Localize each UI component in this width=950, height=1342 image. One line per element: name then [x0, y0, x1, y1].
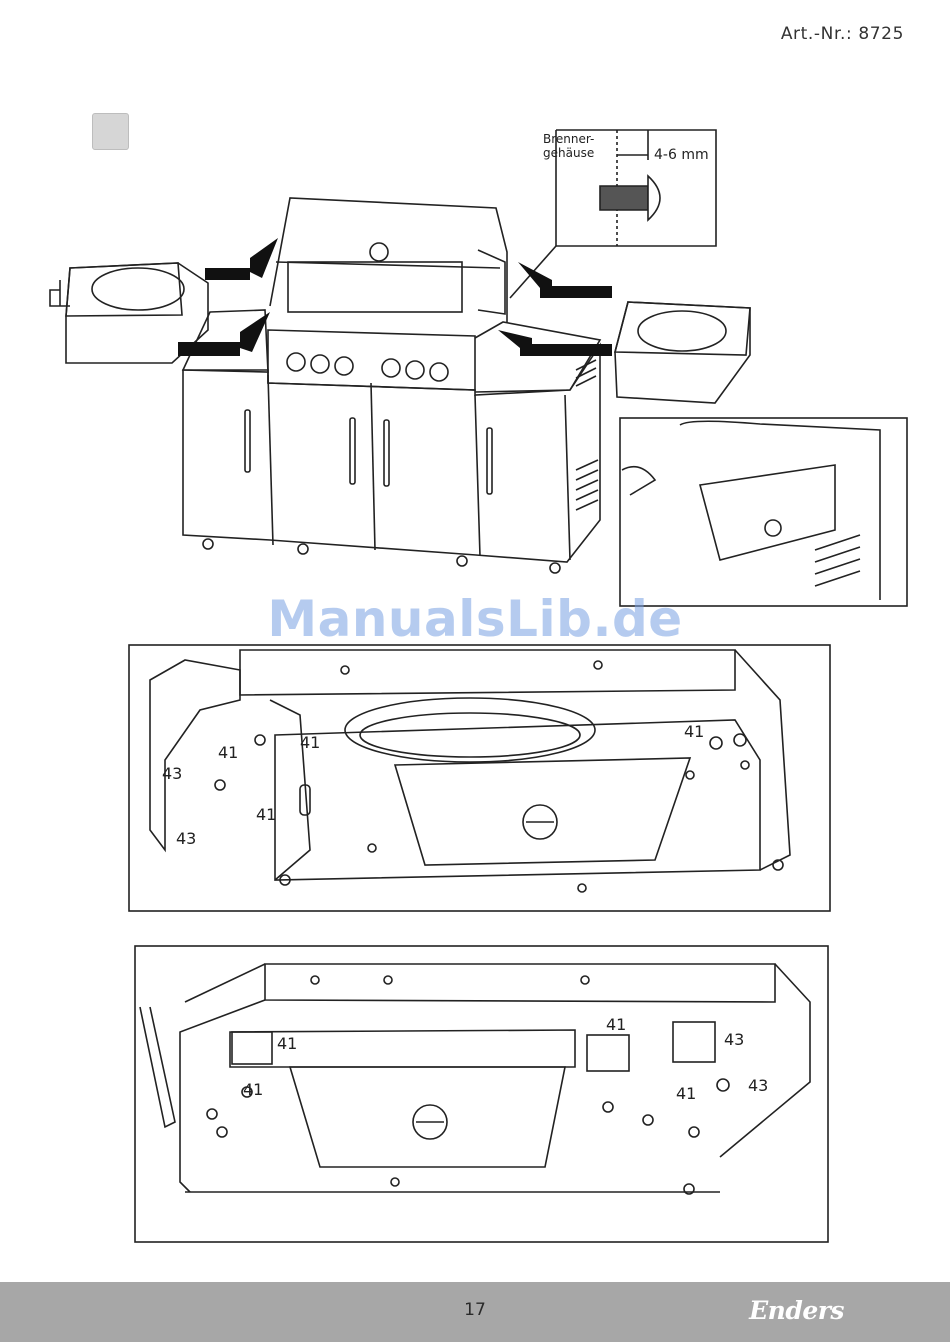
part-label-41: 41	[218, 743, 238, 762]
grill-assembly-illustration: Brenner- gehäuse 4-6 mm	[0, 0, 950, 620]
part-label-41: 41	[676, 1084, 696, 1103]
assembly-detail-panel-b: 41 41 41 41 43 43	[0, 942, 950, 1247]
callout-label-line2: gehäuse	[543, 146, 594, 160]
part-label-41: 41	[277, 1034, 297, 1053]
part-label-43: 43	[162, 764, 182, 783]
part-label-43: 43	[724, 1030, 744, 1049]
callout-label-line1: Brenner-	[543, 132, 594, 146]
assembly-detail-panel-a: 41 41 41 41 43 43	[0, 640, 950, 930]
part-label-43: 43	[176, 829, 196, 848]
part-label-41: 41	[300, 733, 320, 752]
part-label-43: 43	[748, 1076, 768, 1095]
part-label-41: 41	[606, 1015, 626, 1034]
brand-logo: Enders	[749, 1296, 844, 1325]
part-label-41: 41	[684, 722, 704, 741]
page-footer: 17 Enders	[0, 1282, 950, 1342]
part-label-41: 41	[243, 1080, 263, 1099]
part-label-41: 41	[256, 805, 276, 824]
measurement-label: 4-6 mm	[654, 147, 709, 163]
